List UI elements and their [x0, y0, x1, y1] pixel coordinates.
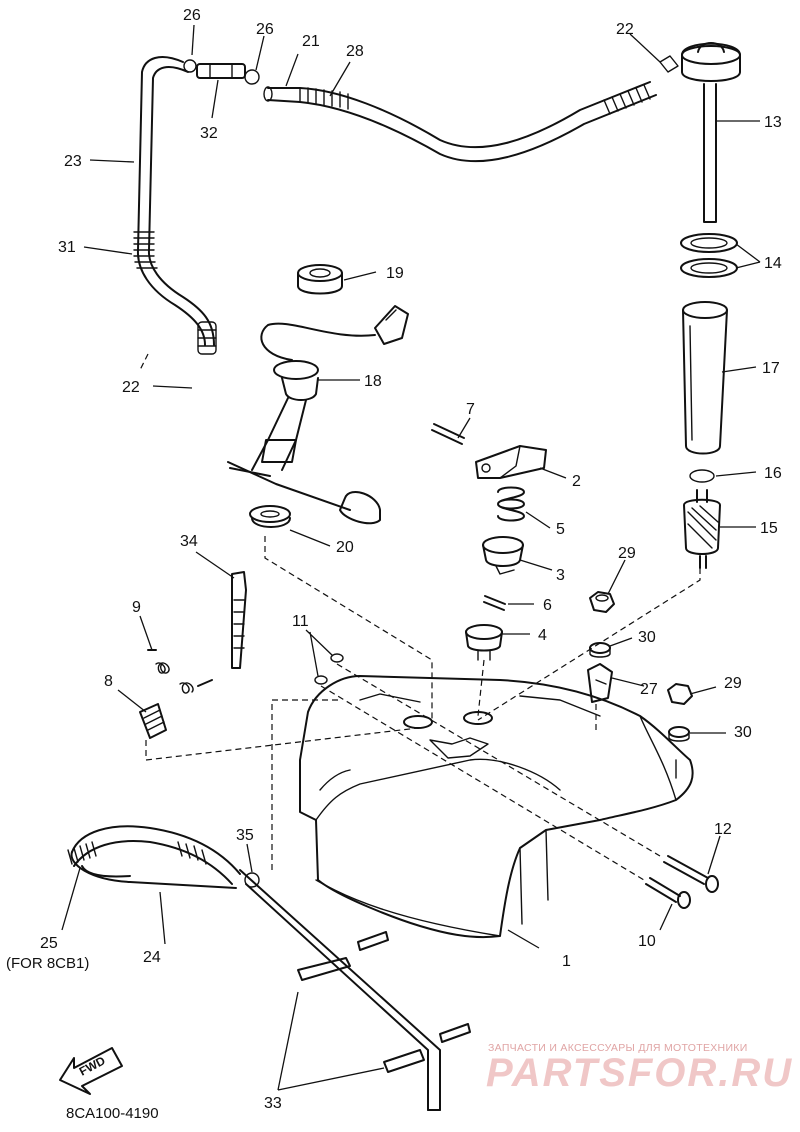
callout-22-top: 22 — [616, 21, 634, 38]
callout-15: 15 — [760, 520, 778, 537]
callout-11: 11 — [292, 613, 309, 630]
watermark: ЗАПЧАСТИ И АКСЕССУАРЫ ДЛЯ МОТОТЕХНИКИ PA… — [486, 1042, 793, 1095]
fuel-filter-15 — [683, 469, 721, 569]
diagram-code: 8CA100-4190 — [66, 1105, 159, 1122]
callout-13: 13 — [764, 114, 782, 131]
callout-29-upper: 29 — [618, 545, 636, 562]
callout-34: 34 — [180, 533, 198, 550]
fuel-cap-13 — [659, 42, 741, 223]
nut-29-lower — [667, 683, 693, 705]
spring-5 — [497, 486, 525, 522]
pin-7 — [431, 423, 465, 445]
spring-9 — [147, 649, 213, 694]
watermark-tagline: ЗАПЧАСТИ И АКСЕССУАРЫ ДЛЯ МОТОТЕХНИКИ — [488, 1042, 748, 1054]
grommet-19 — [297, 264, 343, 295]
washer-30-upper — [589, 642, 611, 658]
callout-30-lower: 30 — [734, 724, 752, 741]
washers-11 — [314, 653, 344, 685]
callout-8: 8 — [104, 673, 113, 690]
bracket-2 — [475, 445, 547, 479]
callout-35: 35 — [236, 827, 254, 844]
callout-5: 5 — [556, 521, 565, 538]
callout-20: 20 — [336, 539, 354, 556]
callout-21: 21 — [302, 33, 320, 50]
callout-12: 12 — [714, 821, 732, 838]
watermark-brand: PARTSFOR.RU — [486, 1051, 793, 1095]
callout-3: 3 — [556, 567, 565, 584]
washer-30-lower — [668, 726, 690, 742]
callout-10: 10 — [638, 933, 656, 950]
cable-straps-33 — [297, 931, 471, 1073]
breather-hose-23 — [133, 56, 217, 355]
hose-24 — [67, 825, 441, 1111]
nut-29-upper — [589, 591, 615, 613]
callout-14: 14 — [764, 255, 782, 272]
cable-strap-34 — [231, 571, 247, 669]
fuel-tank-1 — [299, 675, 694, 939]
breather-hose-21-28 — [263, 81, 657, 163]
fuel-sender-18 — [227, 305, 409, 525]
pin-6 — [483, 595, 506, 611]
callout-30-upper: 30 — [638, 629, 656, 646]
clamp-8 — [139, 703, 167, 739]
grommet-4 — [465, 624, 503, 661]
packing-rings-14 — [680, 233, 738, 278]
callout-17: 17 — [762, 360, 780, 377]
callout-2: 2 — [572, 473, 581, 490]
callout-26-right: 26 — [256, 21, 274, 38]
callout-33: 33 — [264, 1095, 282, 1112]
callout-19: 19 — [386, 265, 404, 282]
callout-16: 16 — [764, 465, 782, 482]
leader-lines — [61, 24, 761, 1091]
hose-joint-32 — [183, 59, 260, 85]
bolt-12 — [663, 855, 719, 893]
callout-6: 6 — [543, 597, 552, 614]
callout-labels: 1 2 3 4 5 6 7 8 9 10 11 12 13 14 15 16 1… — [40, 7, 782, 1112]
note-for-8cb1: (FOR 8CB1) — [6, 955, 89, 972]
callout-27: 27 — [640, 681, 658, 698]
callout-28: 28 — [346, 43, 364, 60]
callout-24: 24 — [143, 949, 161, 966]
callout-31: 31 — [58, 239, 76, 256]
bolt-10 — [645, 877, 691, 909]
cap-3 — [482, 536, 524, 575]
callout-32: 32 — [200, 125, 218, 142]
callout-26-left: 26 — [183, 7, 201, 24]
filler-neck-17 — [682, 301, 728, 455]
callout-18: 18 — [364, 373, 382, 390]
callout-4: 4 — [538, 627, 547, 644]
callout-7: 7 — [466, 401, 475, 418]
callout-25: 25 — [40, 935, 58, 952]
grommet-20 — [249, 505, 291, 528]
forward-arrow-icon: FWD — [59, 1047, 123, 1095]
callout-29-lower: 29 — [724, 675, 742, 692]
callout-22-left: 22 — [122, 379, 140, 396]
callout-1: 1 — [562, 953, 571, 970]
callout-9: 9 — [132, 599, 141, 616]
callout-23: 23 — [64, 153, 82, 170]
